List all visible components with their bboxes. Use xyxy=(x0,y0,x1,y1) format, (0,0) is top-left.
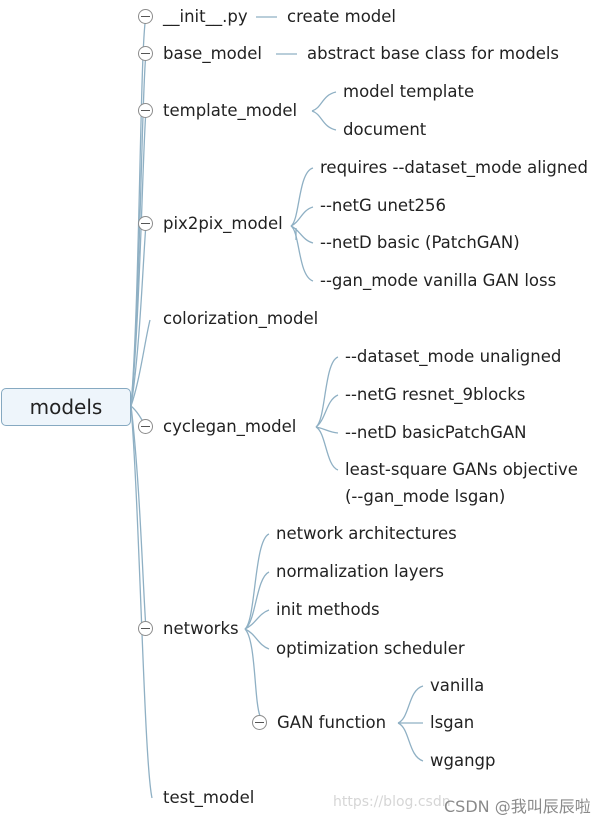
link-pix2pix-model xyxy=(130,223,147,407)
link-test-model xyxy=(130,405,153,799)
node-pix2pix-child[interactable]: --gan_mode vanilla GAN loss xyxy=(320,271,557,290)
node-template-model[interactable]: template_model xyxy=(163,101,298,120)
node-networks-child[interactable]: normalization layers xyxy=(276,562,445,581)
node-cyclegan-child[interactable]: --netG resnet_9blocks xyxy=(345,385,526,404)
node-base-model[interactable]: base_model xyxy=(163,44,262,63)
link-init xyxy=(130,16,147,407)
watermark-csdn: CSDN @我叫辰辰啦 xyxy=(444,797,591,816)
link-gan-child-1 xyxy=(397,685,424,724)
link-template-model xyxy=(130,110,147,407)
node-networks-child[interactable]: optimization scheduler xyxy=(276,639,465,658)
root-node[interactable]: models xyxy=(1,388,131,426)
node-cyclegan-model[interactable]: cyclegan_model xyxy=(163,417,297,436)
link-pix2pix-child-1 xyxy=(290,167,314,227)
link-networks-child-2 xyxy=(244,571,270,630)
node-base-model-desc[interactable]: abstract base class for models xyxy=(307,44,560,63)
link-cyclegan-child-4 xyxy=(315,426,339,471)
node-cyclegan-child[interactable]: --dataset_mode unaligned xyxy=(345,347,562,366)
link-networks xyxy=(130,405,147,630)
link-pix2pix-child-3 xyxy=(290,225,314,244)
node-cyclegan-child[interactable]: --netD basicPatchGAN xyxy=(345,423,527,442)
collapse-init-icon[interactable] xyxy=(138,9,153,24)
node-init-desc[interactable]: create model xyxy=(287,7,396,26)
node-networks-child[interactable]: init methods xyxy=(276,600,380,619)
link-networks-child-1 xyxy=(244,533,270,630)
collapse-base-model-icon[interactable] xyxy=(138,46,153,61)
watermark-url: https://blog.csdn xyxy=(333,794,451,810)
node-gan-function[interactable]: GAN function xyxy=(277,713,387,732)
link-networks-child-5 xyxy=(244,628,261,717)
root-label: models xyxy=(29,395,103,419)
node-networks[interactable]: networks xyxy=(163,619,239,638)
collapse-gan-function-icon[interactable] xyxy=(252,715,267,730)
link-networks-child-4 xyxy=(244,628,270,650)
node-test-model[interactable]: test_model xyxy=(163,788,255,807)
link-gan-child-3 xyxy=(397,722,424,762)
link-networks-child-3 xyxy=(244,609,270,630)
link-cyclegan-child-2 xyxy=(315,394,339,428)
node-gan-child[interactable]: lsgan xyxy=(430,713,475,732)
node-template-child[interactable]: model template xyxy=(343,82,475,101)
node-cyclegan-child[interactable]: least-square GANs objective xyxy=(345,460,578,479)
link-template-child-1 xyxy=(311,91,337,112)
node-gan-child[interactable]: wgangp xyxy=(430,751,496,770)
node-gan-child[interactable]: vanilla xyxy=(430,676,485,695)
link-colorization-model xyxy=(130,319,151,407)
node-template-child[interactable]: document xyxy=(343,120,427,139)
node-cyclegan-child-continued[interactable]: (--gan_mode lsgan) xyxy=(345,487,506,506)
link-pix2pix-child-2 xyxy=(290,206,314,227)
link-cyclegan-child-1 xyxy=(315,356,339,428)
node-pix2pix-child[interactable]: --netG unet256 xyxy=(320,196,447,215)
collapse-cyclegan-model-icon[interactable] xyxy=(138,419,153,434)
node-pix2pix-model[interactable]: pix2pix_model xyxy=(163,214,283,233)
node-pix2pix-child[interactable]: --netD basic (PatchGAN) xyxy=(320,233,520,252)
link-template-child-2 xyxy=(311,110,337,131)
link-cyclegan-child-3 xyxy=(315,426,339,434)
collapse-networks-icon[interactable] xyxy=(138,621,153,636)
node-networks-child[interactable]: network architectures xyxy=(276,524,457,543)
link-pix2pix-child-4 xyxy=(290,225,314,282)
node-init[interactable]: __init__.py xyxy=(163,7,248,26)
node-pix2pix-child[interactable]: requires --dataset_mode aligned xyxy=(320,158,588,177)
collapse-pix2pix-model-icon[interactable] xyxy=(138,216,153,231)
node-colorization-model[interactable]: colorization_model xyxy=(163,309,319,328)
collapse-template-model-icon[interactable] xyxy=(138,103,153,118)
